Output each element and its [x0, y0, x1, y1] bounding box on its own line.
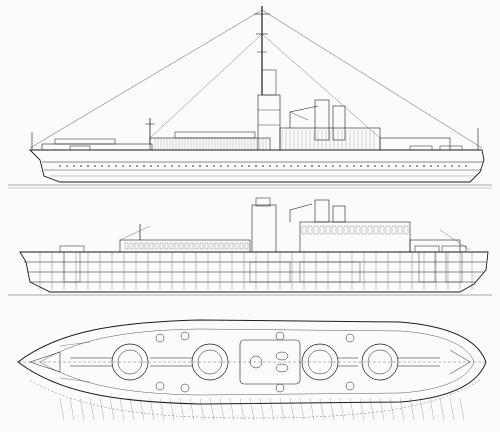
profile-hull [28, 149, 485, 183]
section-hull [19, 251, 489, 293]
plan-superstructure [239, 339, 301, 385]
turret-b [191, 343, 229, 381]
profile-view [8, 6, 492, 189]
turret-d [361, 343, 399, 381]
rigging-forward [29, 9, 263, 149]
rigging-aft [261, 9, 483, 149]
turret-a [111, 343, 149, 381]
inboard-section-view [8, 197, 492, 296]
profile-portholes [59, 165, 467, 167]
plan-turrets [70, 343, 440, 381]
plan-view [17, 319, 487, 421]
turret-c [301, 343, 339, 381]
